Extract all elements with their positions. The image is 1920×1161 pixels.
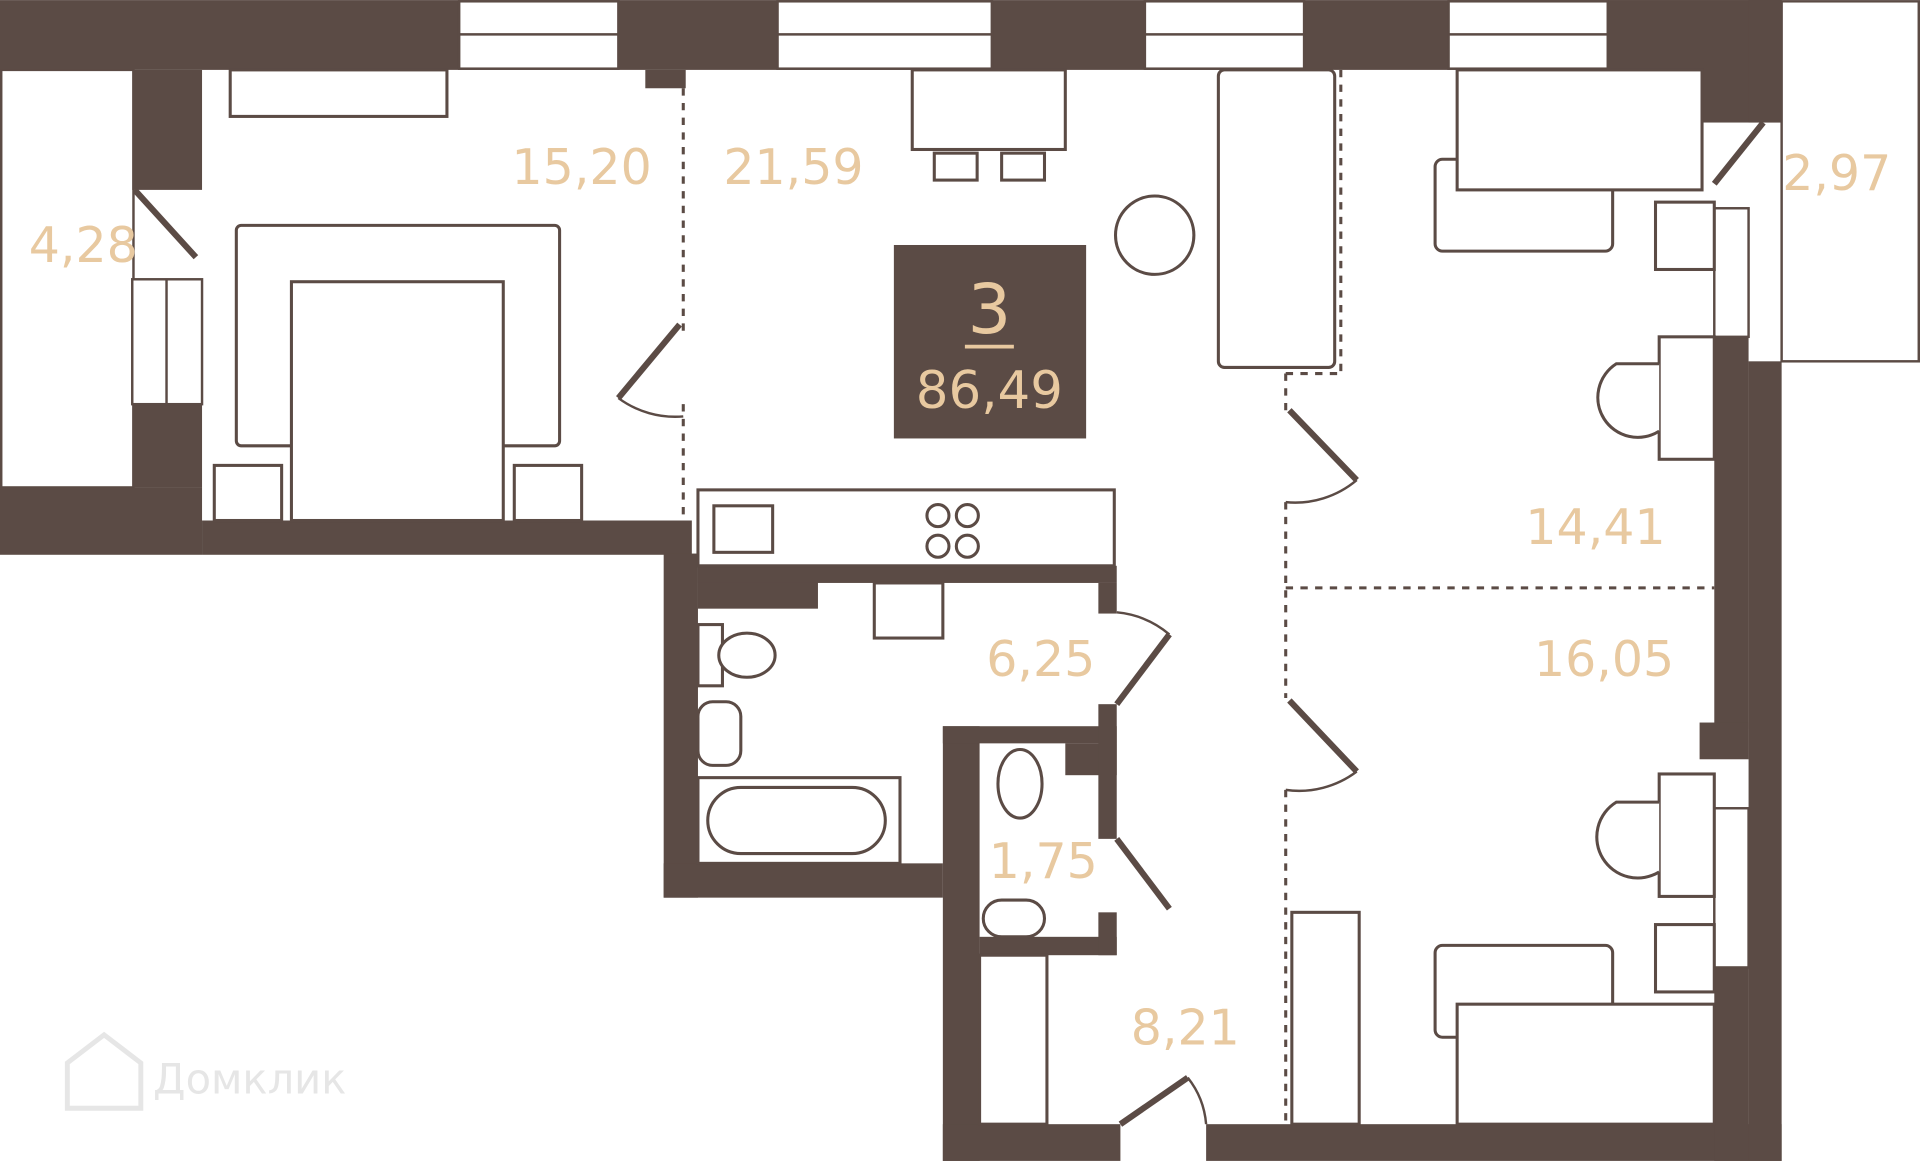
wardrobe xyxy=(228,68,449,118)
kids-desk-2 xyxy=(1657,772,1716,898)
balcony-left-outline xyxy=(0,68,135,489)
chair-2 xyxy=(1595,800,1660,880)
chair-1 xyxy=(1596,362,1661,439)
furniture xyxy=(212,68,1716,1126)
hall-wardrobe xyxy=(1290,910,1361,1126)
area-toilet: 1,75 xyxy=(989,833,1098,890)
shoe-rack xyxy=(978,953,1049,1126)
area-kids-room-1: 14,41 xyxy=(1525,499,1665,556)
area-balcony-right: 2,97 xyxy=(1782,145,1891,202)
dining-table xyxy=(910,68,1067,152)
kids-bed-1 xyxy=(1455,68,1704,192)
sofa xyxy=(1216,68,1337,369)
kids-nightstand-2 xyxy=(1653,923,1716,994)
round-table xyxy=(1113,194,1196,276)
toilet-bathroom xyxy=(717,631,777,679)
toilet xyxy=(996,747,1044,820)
summary-badge xyxy=(893,244,1087,439)
washing-machine xyxy=(872,581,945,640)
area-bedroom: 15,20 xyxy=(512,139,652,196)
doors xyxy=(132,120,1766,1127)
zone-dividers xyxy=(681,69,1715,1125)
rooms-count: 3 xyxy=(968,270,1012,350)
kids-bed-2 xyxy=(1455,1002,1716,1126)
kids-desk-1 xyxy=(1657,335,1716,461)
mattress xyxy=(289,280,505,523)
watermark-logo-icon xyxy=(64,1031,144,1111)
area-hallway: 8,21 xyxy=(1131,1000,1240,1057)
total-area: 86,49 xyxy=(916,361,1063,421)
washbasin xyxy=(696,700,743,767)
area-living-kitchen: 21,59 xyxy=(723,139,863,196)
kids-nightstand-1 xyxy=(1653,200,1716,272)
nightstand-left xyxy=(212,463,284,523)
nightstand-right xyxy=(512,463,584,523)
small-sink xyxy=(981,898,1047,939)
windows xyxy=(131,0,1750,969)
area-balcony-left: 4,28 xyxy=(29,217,138,274)
watermark: Домклик xyxy=(153,1055,346,1104)
area-kids-room-2: 16,05 xyxy=(1534,631,1674,688)
balcony-right-outline xyxy=(1780,0,1920,363)
sink xyxy=(712,504,775,554)
area-bathroom: 6,25 xyxy=(986,631,1095,688)
